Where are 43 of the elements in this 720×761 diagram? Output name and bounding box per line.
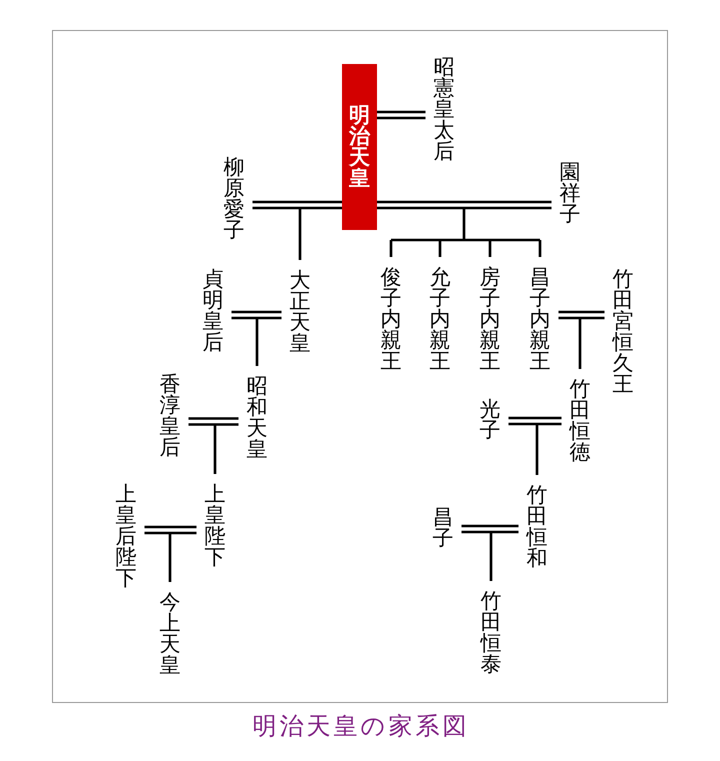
branch-line bbox=[488, 240, 492, 257]
person-name: 今上天皇 bbox=[152, 582, 188, 686]
person-name: 允子内親王 bbox=[422, 257, 458, 382]
highlighted-name-box: 明治天皇 bbox=[342, 64, 377, 230]
person-name: 昌子内親王 bbox=[522, 257, 558, 382]
marriage-line bbox=[557, 310, 606, 320]
marriage-line bbox=[376, 200, 553, 210]
descent-line bbox=[578, 318, 582, 369]
descent-line bbox=[214, 424, 216, 474]
person-name: 香淳皇后 bbox=[152, 364, 188, 468]
person-name: 昭憲皇太后 bbox=[426, 47, 462, 172]
person-name: 竹田宮恒久王 bbox=[604, 259, 642, 405]
person-name: 俊子内親王 bbox=[372, 257, 410, 382]
descent-line bbox=[256, 318, 258, 366]
marriage-line bbox=[460, 524, 520, 534]
descent-line bbox=[490, 532, 492, 581]
marriage-line bbox=[376, 110, 427, 120]
marriage-line bbox=[507, 416, 563, 426]
person-name: 昭和天皇 bbox=[238, 366, 276, 470]
marriage-line bbox=[230, 310, 283, 320]
person-name: 園祥子 bbox=[552, 152, 588, 235]
descent-line bbox=[298, 208, 302, 260]
branch-line bbox=[438, 240, 442, 257]
person-name: 房子内親王 bbox=[472, 257, 508, 382]
branch-line bbox=[390, 240, 392, 257]
person-name: 光子 bbox=[472, 389, 508, 451]
person-name: 貞明皇后 bbox=[194, 259, 232, 363]
marriage-line bbox=[187, 417, 240, 426]
descent-line bbox=[536, 424, 538, 475]
marriage-line bbox=[251, 200, 344, 210]
person-name: 竹田恒徳 bbox=[562, 369, 598, 473]
person-name: 上皇陛下 bbox=[196, 474, 234, 578]
descent-line bbox=[168, 533, 172, 582]
person-name: 竹田恒和 bbox=[518, 475, 556, 579]
person-name: 昌子 bbox=[424, 497, 462, 559]
person-name: 上皇后陛下 bbox=[108, 474, 144, 599]
marriage-line bbox=[143, 526, 198, 534]
person-name: 大正天皇 bbox=[282, 260, 318, 364]
person-name: 竹田恒泰 bbox=[472, 581, 510, 685]
descent-line bbox=[390, 206, 542, 242]
caption: 明治天皇の家系図 bbox=[252, 711, 470, 741]
person-name: 柳原愛子 bbox=[216, 147, 252, 251]
branch-line bbox=[538, 240, 542, 257]
